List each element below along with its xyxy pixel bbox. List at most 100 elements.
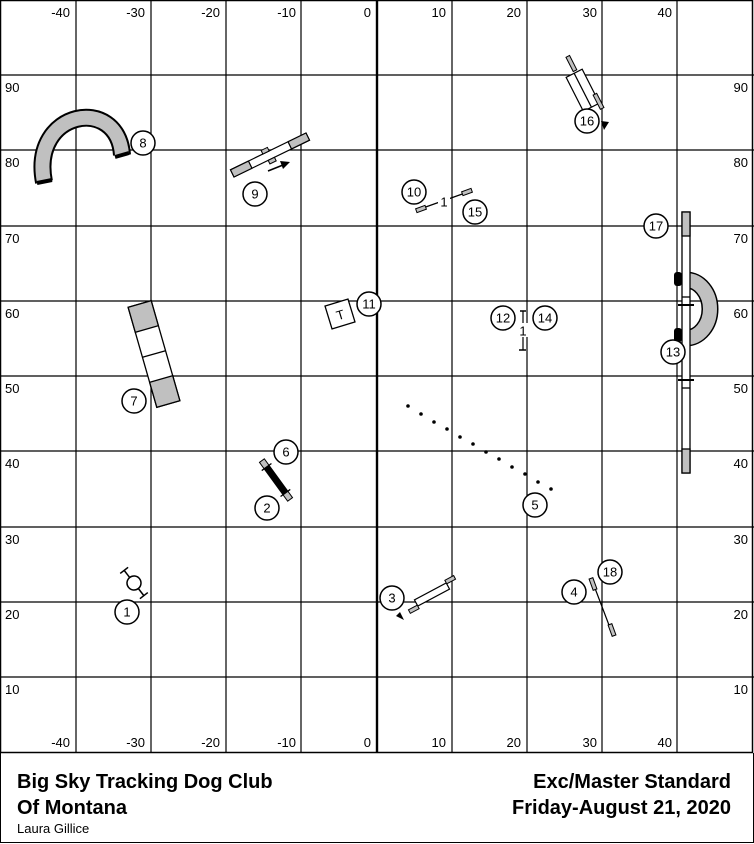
judge-name: Laura Gillice xyxy=(17,821,90,836)
y-tick: 10 xyxy=(734,682,748,697)
club-name-line1: Big Sky Tracking Dog Club xyxy=(17,771,273,793)
x-tick: -30 xyxy=(126,5,145,20)
y-tick: 90 xyxy=(734,80,748,95)
jump-obstacle-10-15[interactable]: 1 xyxy=(414,187,474,214)
svg-text:17: 17 xyxy=(649,219,663,234)
x-tick: 10 xyxy=(432,5,446,20)
y-tick: 40 xyxy=(734,456,748,471)
direction-arrow-icon xyxy=(601,121,609,130)
y-tick: 50 xyxy=(5,381,19,396)
y-axis-left: 90 80 70 60 50 40 30 20 10 xyxy=(5,80,19,697)
x-tick: 20 xyxy=(507,5,521,20)
x-tick: 30 xyxy=(583,5,597,20)
y-tick: 30 xyxy=(734,532,748,547)
svg-text:9: 9 xyxy=(251,187,258,202)
y-tick: 60 xyxy=(734,306,748,321)
trial-date: Friday-August 21, 2020 xyxy=(512,797,731,819)
y-tick: 30 xyxy=(5,532,19,547)
y-tick: 50 xyxy=(734,381,748,396)
number-marker-3[interactable]: 3 xyxy=(379,585,405,611)
table-obstacle-11[interactable]: T xyxy=(324,298,356,330)
x-tick: 0 xyxy=(364,735,371,750)
number-marker-2[interactable]: 2 xyxy=(254,495,280,521)
tunnel-obstacle-8[interactable] xyxy=(33,108,131,185)
svg-text:8: 8 xyxy=(139,136,146,151)
y-tick: 20 xyxy=(5,607,19,622)
number-marker-16[interactable]: 16 xyxy=(574,108,600,134)
x-tick: -20 xyxy=(201,5,220,20)
number-marker-15[interactable]: 15 xyxy=(462,199,488,225)
dog-walk-obstacle-17[interactable] xyxy=(678,211,694,474)
x-tick: 40 xyxy=(658,5,672,20)
number-marker-12[interactable]: 12 xyxy=(490,305,516,331)
svg-text:4: 4 xyxy=(570,585,577,600)
number-marker-11[interactable]: 11 xyxy=(356,291,382,317)
teeter-obstacle-9[interactable] xyxy=(229,129,312,180)
svg-text:1: 1 xyxy=(123,605,130,620)
x-tick: 0 xyxy=(364,5,371,20)
x-tick: 30 xyxy=(583,735,597,750)
number-marker-6[interactable]: 6 xyxy=(273,439,299,465)
y-tick: 80 xyxy=(734,155,748,170)
svg-text:2: 2 xyxy=(263,501,270,516)
svg-text:5: 5 xyxy=(531,498,538,513)
svg-text:12: 12 xyxy=(496,311,510,326)
number-marker-17[interactable]: 17 xyxy=(643,213,669,239)
y-tick: 90 xyxy=(5,80,19,95)
number-marker-14[interactable]: 14 xyxy=(532,305,558,331)
x-tick: -20 xyxy=(201,735,220,750)
tunnel-obstacle-13[interactable] xyxy=(674,271,719,347)
svg-text:14: 14 xyxy=(538,311,552,326)
x-tick: 40 xyxy=(658,735,672,750)
y-tick: 70 xyxy=(5,231,19,246)
svg-text:7: 7 xyxy=(130,394,137,409)
y-tick: 60 xyxy=(5,306,19,321)
course-map: -40 -30 -20 -10 0 10 20 30 40 -40 -30 -2… xyxy=(0,0,754,754)
x-axis-bottom: -40 -30 -20 -10 0 10 20 30 40 xyxy=(51,735,672,750)
y-tick: 10 xyxy=(5,682,19,697)
number-marker-18[interactable]: 18 xyxy=(597,559,623,585)
winged-jump-obstacle-2-6[interactable] xyxy=(257,457,295,503)
x-tick: -10 xyxy=(277,5,296,20)
number-marker-10[interactable]: 10 xyxy=(401,179,427,205)
number-marker-4[interactable]: 4 xyxy=(561,579,587,605)
svg-text:16: 16 xyxy=(580,114,594,129)
svg-text:6: 6 xyxy=(282,445,289,460)
svg-text:3: 3 xyxy=(388,591,395,606)
club-info: Big Sky Tracking Dog Club Of Montana Lau… xyxy=(17,769,273,837)
y-axis-right: 90 80 70 60 50 40 30 20 10 xyxy=(734,80,748,697)
number-marker-9[interactable]: 9 xyxy=(242,181,268,207)
double-jump-obstacle-16[interactable] xyxy=(558,52,605,116)
number-marker-8[interactable]: 8 xyxy=(130,130,156,156)
x-tick: 10 xyxy=(432,735,446,750)
club-name-line2: Of Montana xyxy=(17,797,127,819)
tire-obstacle-1[interactable] xyxy=(119,566,150,600)
svg-text:10: 10 xyxy=(407,185,421,200)
obstacle-number-markers: 1 2 3 4 5 6 7 8 9 10 11 12 13 14 15 16 1… xyxy=(114,108,686,625)
svg-text:11: 11 xyxy=(362,297,376,312)
class-name: Exc/Master Standard xyxy=(533,771,731,793)
number-marker-5[interactable]: 5 xyxy=(522,492,548,518)
svg-text:13: 13 xyxy=(666,345,680,360)
class-info: Exc/Master Standard Friday-August 21, 20… xyxy=(512,769,731,821)
course-footer: Big Sky Tracking Dog Club Of Montana Lau… xyxy=(0,753,754,843)
jump-obstacle-12-14[interactable]: 1 xyxy=(517,310,529,351)
y-tick: 40 xyxy=(5,456,19,471)
number-marker-1[interactable]: 1 xyxy=(114,599,140,625)
y-tick: 70 xyxy=(734,231,748,246)
jump-obstacle-4-18[interactable] xyxy=(588,577,617,637)
x-tick: -40 xyxy=(51,5,70,20)
x-tick: 20 xyxy=(507,735,521,750)
svg-text:15: 15 xyxy=(468,205,482,220)
x-tick: -10 xyxy=(277,735,296,750)
a-frame-obstacle-7[interactable] xyxy=(127,299,181,409)
broad-jump-obstacle-3[interactable] xyxy=(404,574,460,615)
direction-arrow-icon xyxy=(267,161,290,172)
x-tick: -40 xyxy=(51,735,70,750)
weave-poles-obstacle-5[interactable] xyxy=(406,404,553,491)
x-axis-top: -40 -30 -20 -10 0 10 20 30 40 xyxy=(51,5,672,20)
svg-text:18: 18 xyxy=(603,565,617,580)
x-tick: -30 xyxy=(126,735,145,750)
number-marker-7[interactable]: 7 xyxy=(121,388,147,414)
number-marker-13[interactable]: 13 xyxy=(660,339,686,365)
